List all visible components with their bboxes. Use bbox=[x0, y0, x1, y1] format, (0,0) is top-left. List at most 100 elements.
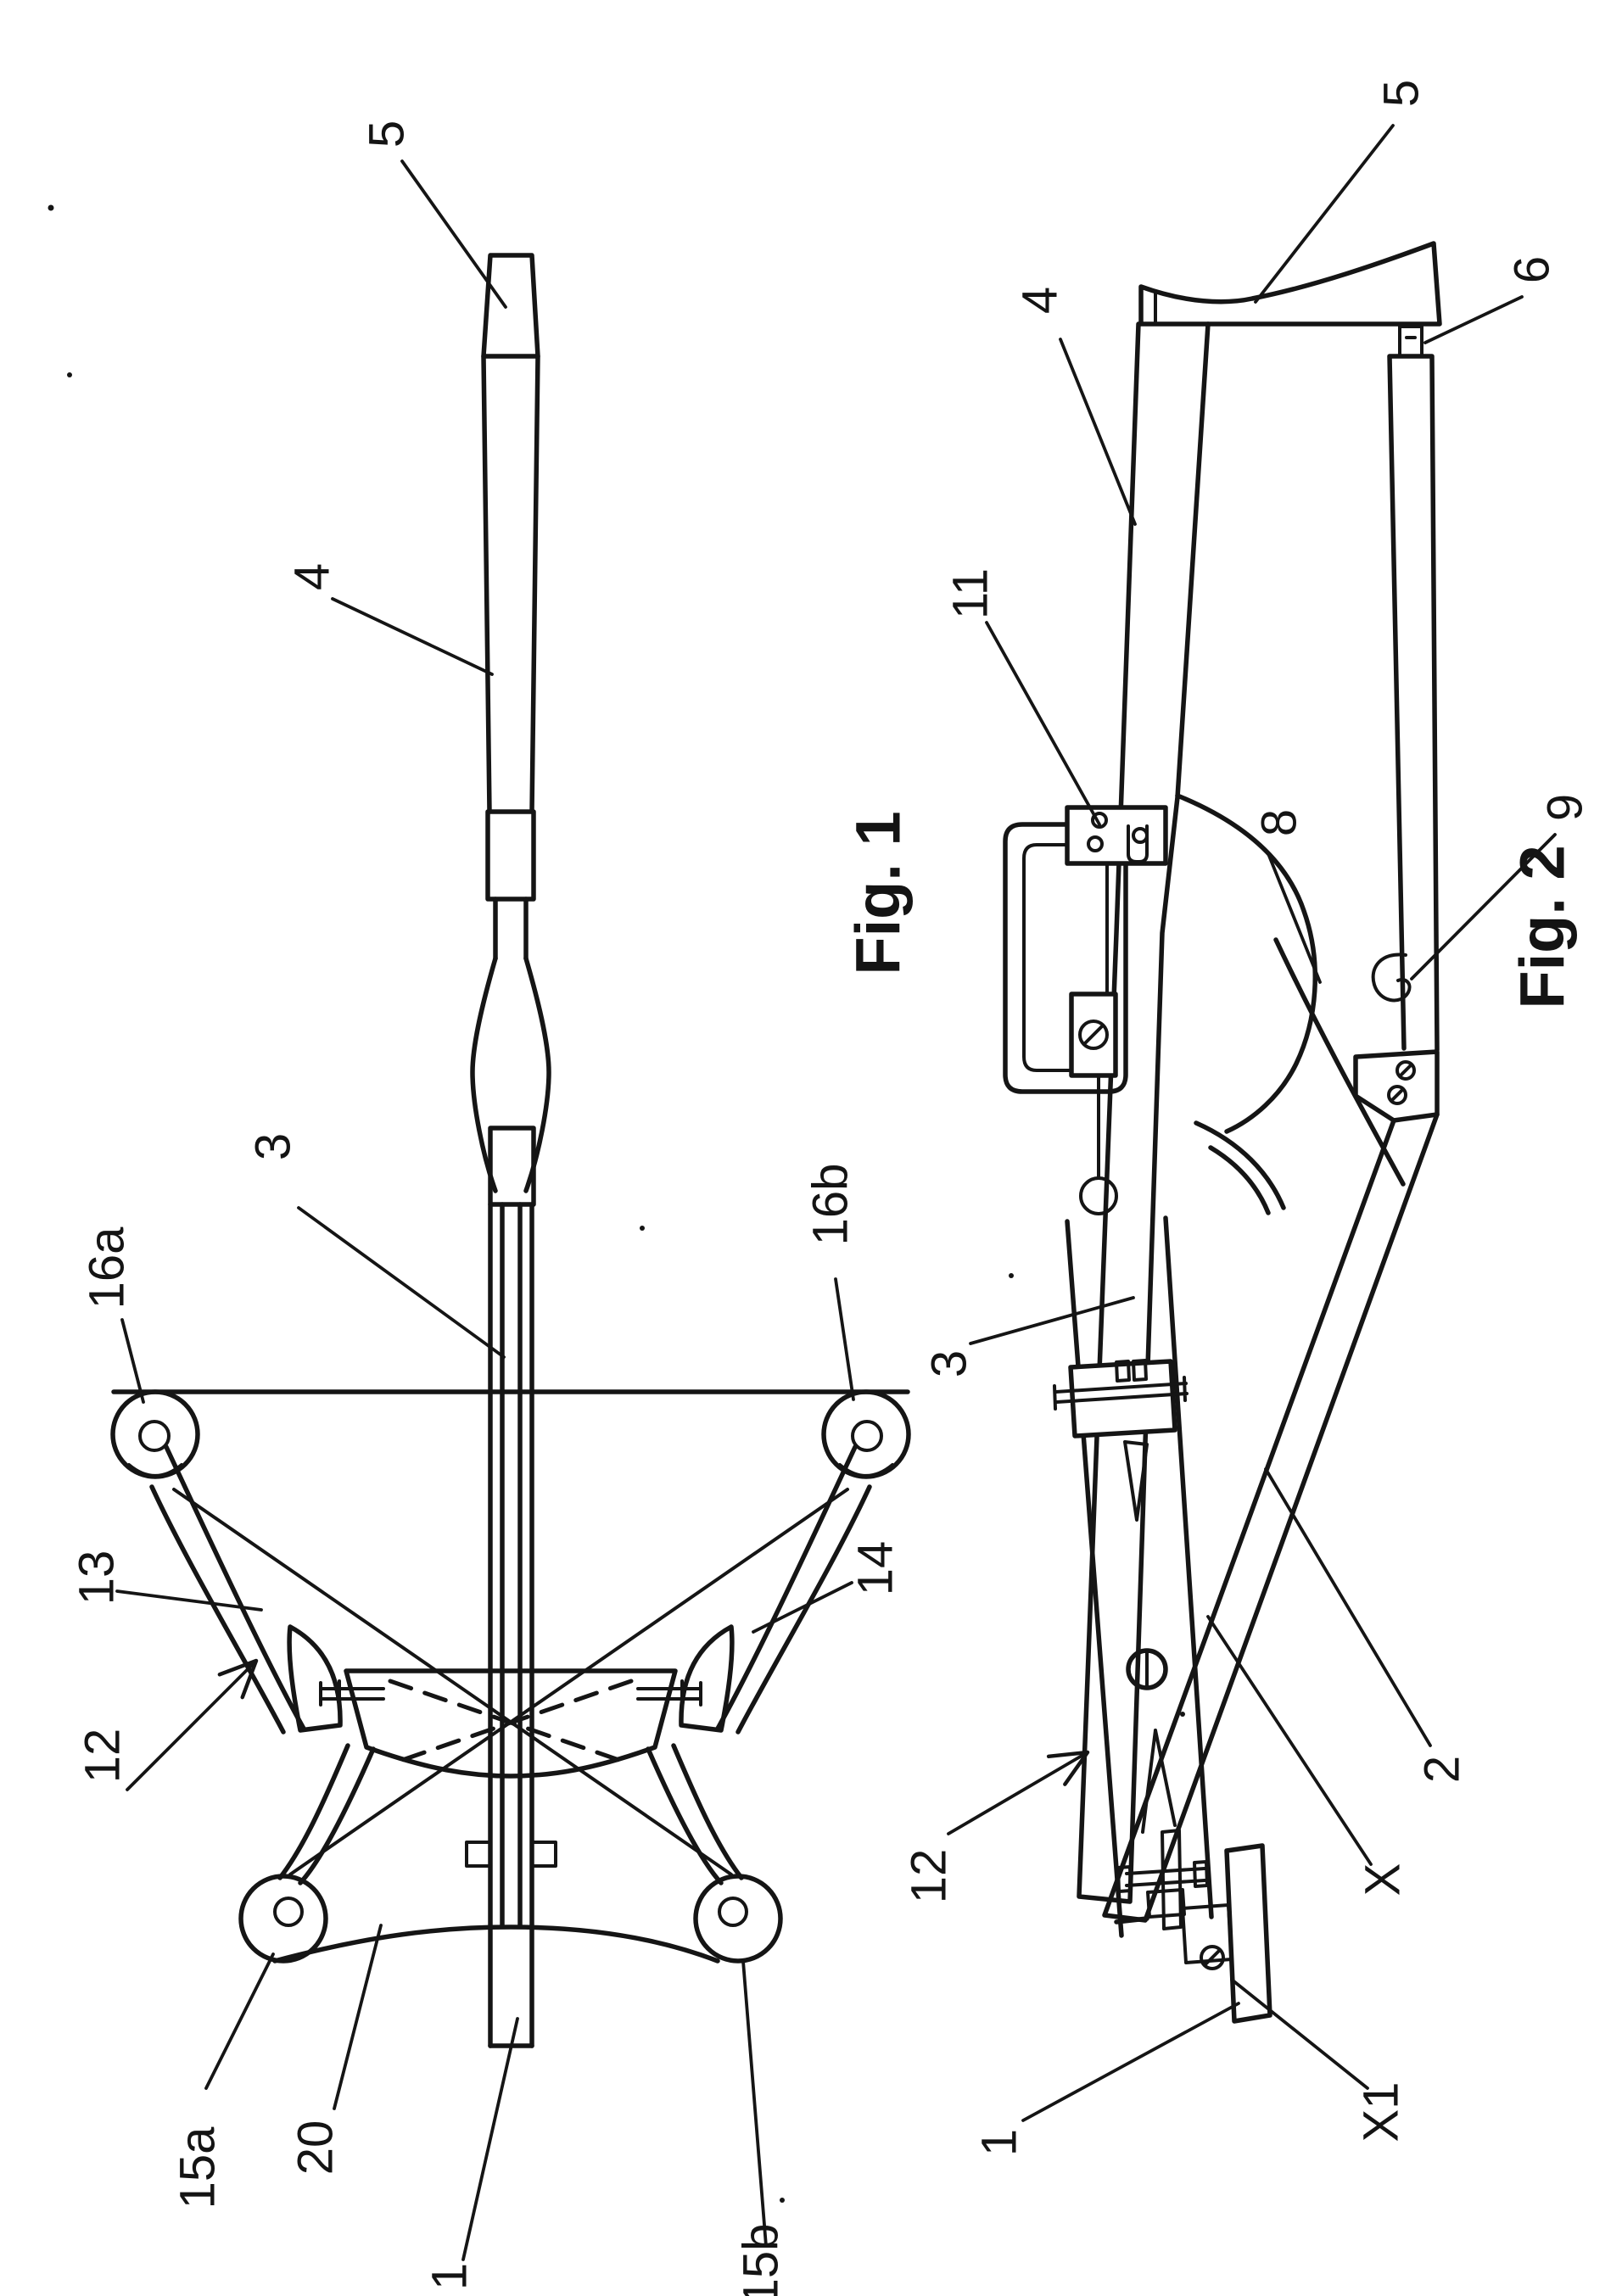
fig2-label-5: 5 bbox=[1374, 80, 1429, 107]
fig2-muzzle-screw bbox=[1200, 1945, 1225, 1970]
fig1-label-15a: 15a bbox=[171, 2126, 226, 2209]
fig1-label-1-leader bbox=[461, 2017, 519, 2261]
fig2-label-8: 8 bbox=[1252, 809, 1307, 836]
fig2-label-3: 3 bbox=[922, 1350, 977, 1377]
fig1-label-14: 14 bbox=[848, 1541, 903, 1596]
fig1-launch-rail bbox=[488, 1202, 534, 2048]
fig1-left-wing bbox=[287, 1624, 343, 1733]
fig1-bolt-tip bbox=[481, 253, 540, 359]
fig2-grip-claw bbox=[1194, 1120, 1286, 1215]
fig2-muzzle-pin-caps bbox=[1116, 1860, 1209, 1893]
fig1-right-wing bbox=[679, 1624, 735, 1733]
fig1-label-12: 12 bbox=[76, 1729, 131, 1784]
fig2-label-12: 12 bbox=[902, 1849, 957, 1904]
fig1-pulley-15b bbox=[693, 1874, 783, 1964]
fig1-bolt-shaft bbox=[481, 354, 540, 814]
fig1-right-limb bbox=[715, 1444, 872, 1735]
fig2-rear-spar bbox=[1387, 354, 1440, 1053]
fig1-label-5-leader bbox=[400, 159, 507, 309]
fig1-label-4: 4 bbox=[285, 563, 340, 590]
fig1-pulley-15b-wheel bbox=[693, 1874, 783, 1964]
fig2-label-6-leader bbox=[1423, 295, 1524, 344]
fig2-clamp-crosspin bbox=[1053, 1376, 1189, 1411]
fig2-bracket-screw-2 bbox=[1387, 1085, 1407, 1105]
fig1-cables bbox=[172, 1488, 849, 1876]
fig2-label-X1: X1 bbox=[1354, 2082, 1409, 2142]
fig2-ring bbox=[1079, 1176, 1118, 1215]
fig1-pulley-16a-wheel bbox=[110, 1389, 200, 1479]
fig1-label-5: 5 bbox=[360, 120, 415, 148]
fig2-stock-rear-edge bbox=[1273, 937, 1406, 1187]
fig2-label-4-leader bbox=[1059, 338, 1137, 526]
scan-specks bbox=[48, 204, 1185, 2203]
fig1-label-3: 3 bbox=[246, 1133, 301, 1160]
fig1-label-3-leader bbox=[297, 1206, 506, 1359]
fig1-left-lower-limb bbox=[277, 1743, 376, 1885]
fig1-pulley-16b bbox=[821, 1389, 911, 1479]
fig1-pulley-15a-axle bbox=[273, 1897, 304, 1927]
fig1-slack-string bbox=[272, 1925, 720, 1964]
fig2-pistol-grip bbox=[1175, 793, 1318, 1134]
fig2-label-11: 11 bbox=[943, 568, 998, 619]
fig1-label-15a-leader bbox=[204, 1952, 275, 2090]
fig2-label-4: 4 bbox=[1013, 287, 1068, 314]
fig2-label-1: 1 bbox=[972, 2129, 1027, 2156]
fig2-label-5-leader bbox=[1254, 124, 1395, 304]
fig1-label-14-leader bbox=[752, 1581, 853, 1634]
fig2-label-2-leader bbox=[1264, 1467, 1432, 1747]
fig1-label-1: 1 bbox=[422, 2263, 478, 2290]
fig1-pulley-15a bbox=[238, 1874, 328, 1964]
fig2-bracket-screw-1-slot bbox=[1398, 1063, 1413, 1078]
fig2-trigger-screw bbox=[1078, 1020, 1109, 1050]
fig2-label-8-leader bbox=[1266, 850, 1322, 984]
fig2-bracket-screw-1 bbox=[1395, 1060, 1416, 1081]
speck bbox=[1180, 1712, 1185, 1717]
fig2-muzzle-crosspin bbox=[1125, 1867, 1206, 1887]
fig1-riser-cross-cables bbox=[388, 1679, 634, 1767]
speck bbox=[640, 1226, 645, 1231]
fig1-label-13-leader bbox=[115, 1589, 263, 1612]
fig2-mount-notch bbox=[1127, 824, 1149, 863]
fig1-label-20: 20 bbox=[288, 2120, 344, 2176]
fig2-label-X-leader bbox=[1206, 1615, 1373, 1866]
fig1-left-crosspin bbox=[319, 1679, 385, 1708]
fig2-label-6: 6 bbox=[1505, 256, 1560, 283]
fig1-shaft-collar bbox=[485, 809, 536, 902]
speck bbox=[48, 204, 54, 211]
fig2-mount-screw-2 bbox=[1087, 835, 1104, 852]
fig1-left-limb bbox=[149, 1444, 306, 1735]
fig1-grip-bulge bbox=[470, 956, 551, 1193]
fig2-label-11-leader bbox=[985, 621, 1101, 826]
fig2-hook bbox=[1371, 952, 1412, 1003]
fig1-title: Fig. 1 bbox=[843, 811, 914, 975]
fig1-pulley-15a-wheel bbox=[238, 1874, 328, 1964]
fig1-label-15b: 15b bbox=[734, 2224, 789, 2296]
fig2-label-3-leader bbox=[969, 1296, 1135, 1345]
fig2-label-9: 9 bbox=[1538, 794, 1593, 821]
fig1-pulley-16a-axle bbox=[138, 1420, 171, 1452]
fig1-drawing bbox=[110, 253, 911, 2048]
fig2-label-1-leader bbox=[1021, 2002, 1240, 2122]
fig2-lever-dart-upper bbox=[1123, 1440, 1149, 1522]
fig1-label-13: 13 bbox=[70, 1550, 125, 1606]
fig1-label-16b-leader bbox=[834, 1277, 855, 1401]
fig2-label-X: X bbox=[1356, 1863, 1411, 1897]
fig2-bracket-screw-2-slot bbox=[1390, 1087, 1405, 1103]
fig2-label-X1-leader bbox=[1230, 1978, 1369, 2090]
fig1-pulley-16b-wheel bbox=[821, 1389, 911, 1479]
fig1-label-4-leader bbox=[331, 597, 494, 676]
fig1-label-16b: 16b bbox=[803, 1164, 859, 1246]
fig1-label-15b-leader bbox=[741, 1959, 768, 2248]
fig1-pulley-16b-axle bbox=[851, 1420, 883, 1452]
speck bbox=[67, 372, 72, 377]
fig1-bulge-collar bbox=[488, 1126, 536, 1207]
fig1-pulley-16a bbox=[110, 1389, 200, 1479]
fig2-cocking-lever bbox=[1065, 1215, 1214, 1938]
fig2-label-9-leader bbox=[1410, 833, 1557, 980]
fig2-mount-screw-1 bbox=[1091, 812, 1108, 829]
fig2-muzzle-screw-slot bbox=[1204, 1949, 1221, 1966]
